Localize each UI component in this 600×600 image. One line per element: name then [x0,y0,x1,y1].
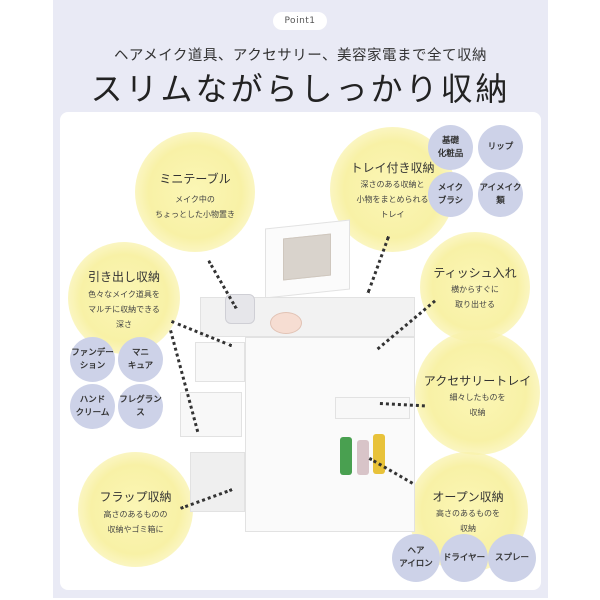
left-drawer-top [195,342,245,382]
chip-makeup-brush: メイク ブラシ [428,172,473,217]
mirror [283,233,331,281]
chip-foundation: ファンデー ション [70,337,115,382]
chip-hand-cream: ハンド クリーム [70,384,115,429]
feature-desc: 横からすぐに 取り出せる [451,285,499,309]
feature-title: 引き出し収納 [87,270,160,284]
yellow-bottle [373,434,385,474]
feature-desc: 高さのあるものの 収納やゴミ箱に [103,510,168,534]
feature-title: ミニテーブル [159,172,231,186]
feature-title: オープン収納 [432,490,504,504]
chip-dryer: ドライヤー [440,534,488,582]
page-title: スリムながらしっかり収納 [90,70,511,108]
chip-hair-iron: ヘア アイロン [392,534,440,582]
subtitle: ヘアメイク道具、アクセサリー、美容家電まで全て収納 [113,48,488,64]
chip-skincare: 基礎 化粧品 [428,125,473,170]
feature-tray: トレイ付き収納 深さのある収納と 小物をまとめられる トレイ [330,127,455,252]
feature-desc: 深さのある収納と 小物をまとめられる トレイ [356,180,429,219]
feature-desc: 高さのあるものを 収納 [436,509,500,533]
vanity-cabinet-image [170,212,430,562]
flap-drawer [190,452,245,512]
feature-title: トレイ付き収納 [350,161,435,175]
feature-mini-table: ミニテーブル メイク中の ちょっとした小物置き [135,132,255,252]
feature-title: アクセサリートレイ [423,374,532,388]
feature-drawer: 引き出し収納 色々なメイク道具を マルチに収納できる 深さ [68,242,180,354]
feature-title: ティッシュ入れ [433,266,517,280]
green-bottle [340,437,352,475]
powder-puff [270,312,302,334]
cabinet-body [245,337,415,532]
chip-spray: スプレー [488,534,536,582]
chip-fragrance: フレグランス [118,384,163,429]
chip-eye-makeup: アイメイク 類 [478,172,523,217]
feature-desc: メイク中の ちょっとした小物置き [155,195,235,219]
feature-tissue: ティッシュ入れ 横からすぐに 取り出せる [420,232,530,342]
feature-title: フラップ収納 [99,490,172,504]
left-drawer-middle [180,392,242,437]
feature-card: ミニテーブル メイク中の ちょっとした小物置き トレイ付き収納 深さのある収納と… [60,112,541,590]
feature-flap: フラップ収納 高さのあるものの 収納やゴミ箱に [78,452,193,567]
accessory-tray [335,397,410,419]
feature-accessory-tray: アクセサリートレイ 細々したものを 収納 [415,330,540,455]
chip-lip: リップ [478,125,523,170]
feature-desc: 色々なメイク道具を マルチに収納できる 深さ [88,290,160,329]
pink-bottle [357,440,369,475]
glass-jar [225,294,255,324]
point-badge: Point1 [273,12,327,30]
chip-manicure: マニ キュア [118,337,163,382]
feature-desc: 細々したものを 収納 [449,393,506,417]
